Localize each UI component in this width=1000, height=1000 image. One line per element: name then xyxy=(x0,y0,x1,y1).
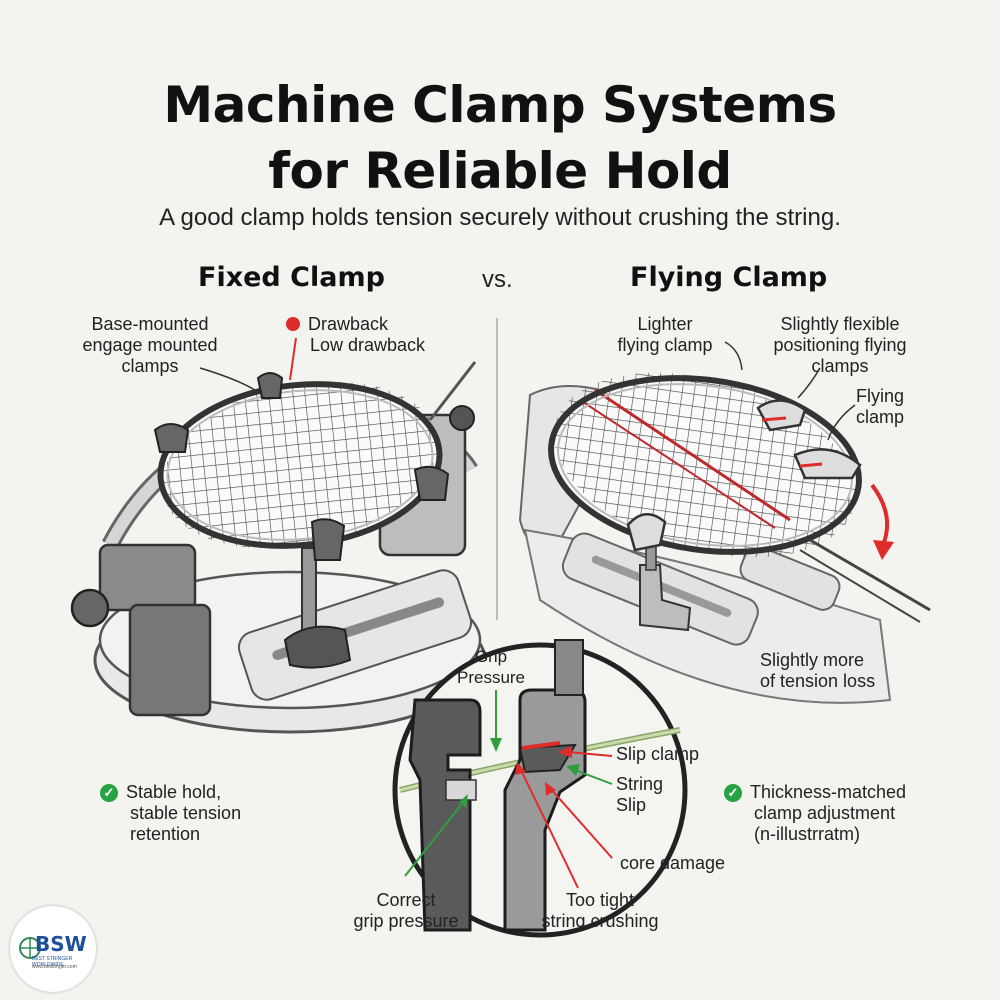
lighter-callout-line xyxy=(724,341,743,371)
fixed-clamp-heading: Fixed Clamp xyxy=(198,262,385,293)
logo-tagline: BEST STRINGER WORLDWIDE xyxy=(32,956,73,968)
too-tight-label: Too tight string crushing xyxy=(541,890,659,931)
flying-benefit: ✓Thickness-matched clamp adjustment (n-i… xyxy=(724,782,944,845)
base-mounted-label: Base-mounted engage mounted clamps xyxy=(82,314,218,376)
drawback-dot-icon xyxy=(286,317,300,331)
fixed-clamp-machine xyxy=(70,361,487,734)
drawback-label: Drawback Low drawback xyxy=(286,314,456,356)
detail-arrows xyxy=(404,690,613,889)
globe-icon xyxy=(19,937,41,959)
flexible-positioning-label: Slightly flexible positioning flying cla… xyxy=(773,314,907,376)
logo-url: www.bestringer.com xyxy=(32,964,77,970)
clamp-detail-magnifier xyxy=(392,639,688,938)
drawback-callout-line xyxy=(289,337,297,381)
title-line-1: Machine Clamp Systems xyxy=(163,76,837,134)
slip-clamp-label: Slip clamp xyxy=(616,744,700,764)
title-line-2: for Reliable Hold xyxy=(268,142,732,200)
vs-label: vs. xyxy=(482,266,513,293)
fixed-benefit: ✓Stable hold, stable tension retention xyxy=(100,782,290,845)
flying-clamp-heading: Flying Clamp xyxy=(630,262,828,293)
tension-loss-label: Slightly more of tension loss xyxy=(760,650,876,691)
grip-pressure-label: Grip Pressure xyxy=(456,647,526,687)
flying-clamp-label: Flying clamp xyxy=(855,386,904,427)
bsw-logo: BSW BEST STRINGER WORLDWIDE www.bestring… xyxy=(10,906,96,992)
lighter-flying-clamp-label: Lighter flying clamp xyxy=(617,314,713,355)
subtitle: A good clamp holds tension securely with… xyxy=(159,204,841,231)
correct-grip-label: Correct grip pressure xyxy=(353,890,459,931)
flying-callout-line xyxy=(827,404,856,441)
core-damage-label: core damage xyxy=(620,853,726,873)
page-title: Machine Clamp Systems for Reliable Hold xyxy=(0,72,1000,204)
check-icon: ✓ xyxy=(100,784,118,802)
flexible-callout-line xyxy=(797,367,821,399)
string-slip-label: String Slip xyxy=(616,774,664,815)
base-callout-line xyxy=(199,367,259,393)
check-icon: ✓ xyxy=(724,784,742,802)
flying-clamp-machine xyxy=(518,347,931,704)
logo-name: BSW xyxy=(35,932,87,956)
